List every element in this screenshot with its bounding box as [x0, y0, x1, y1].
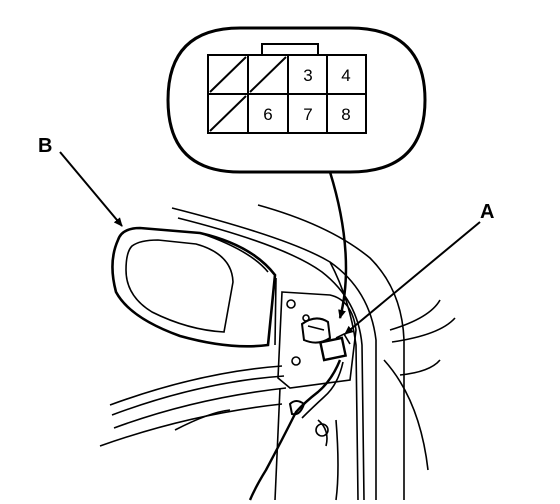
- mirror-housing: [111, 226, 277, 348]
- pin-bottom-8: 8: [341, 105, 350, 124]
- callout-leader-line: [328, 171, 348, 319]
- pin-bottom-7: 7: [303, 105, 312, 124]
- mirror-motor-plug: [300, 317, 332, 344]
- mirror-mount-plate: [277, 291, 357, 389]
- label-a-arrow: [344, 221, 481, 335]
- pin-bottom-6: 6: [263, 105, 272, 124]
- callout-bubble: [166, 26, 427, 174]
- harness-grommet: [288, 400, 306, 416]
- unused-pin-5-mark: [209, 95, 247, 132]
- pin-top-4: 4: [341, 66, 350, 85]
- door-and-mirror-drawing: [99, 204, 456, 501]
- mirror-glass: [125, 239, 234, 333]
- pin-top-3: 3: [303, 66, 312, 85]
- wire-harness: [248, 359, 342, 501]
- connector-pin-labels: 3 4 6 7 8: [263, 66, 350, 124]
- unused-pin-1-mark: [209, 56, 247, 93]
- label-b-arrow: [59, 151, 123, 227]
- unused-pin-2-mark: [249, 56, 287, 93]
- label-a: A: [480, 201, 494, 223]
- mirror-connector: [318, 336, 348, 362]
- label-b: B: [38, 135, 52, 157]
- connector-face: [207, 43, 367, 134]
- connector-callout: [166, 26, 427, 174]
